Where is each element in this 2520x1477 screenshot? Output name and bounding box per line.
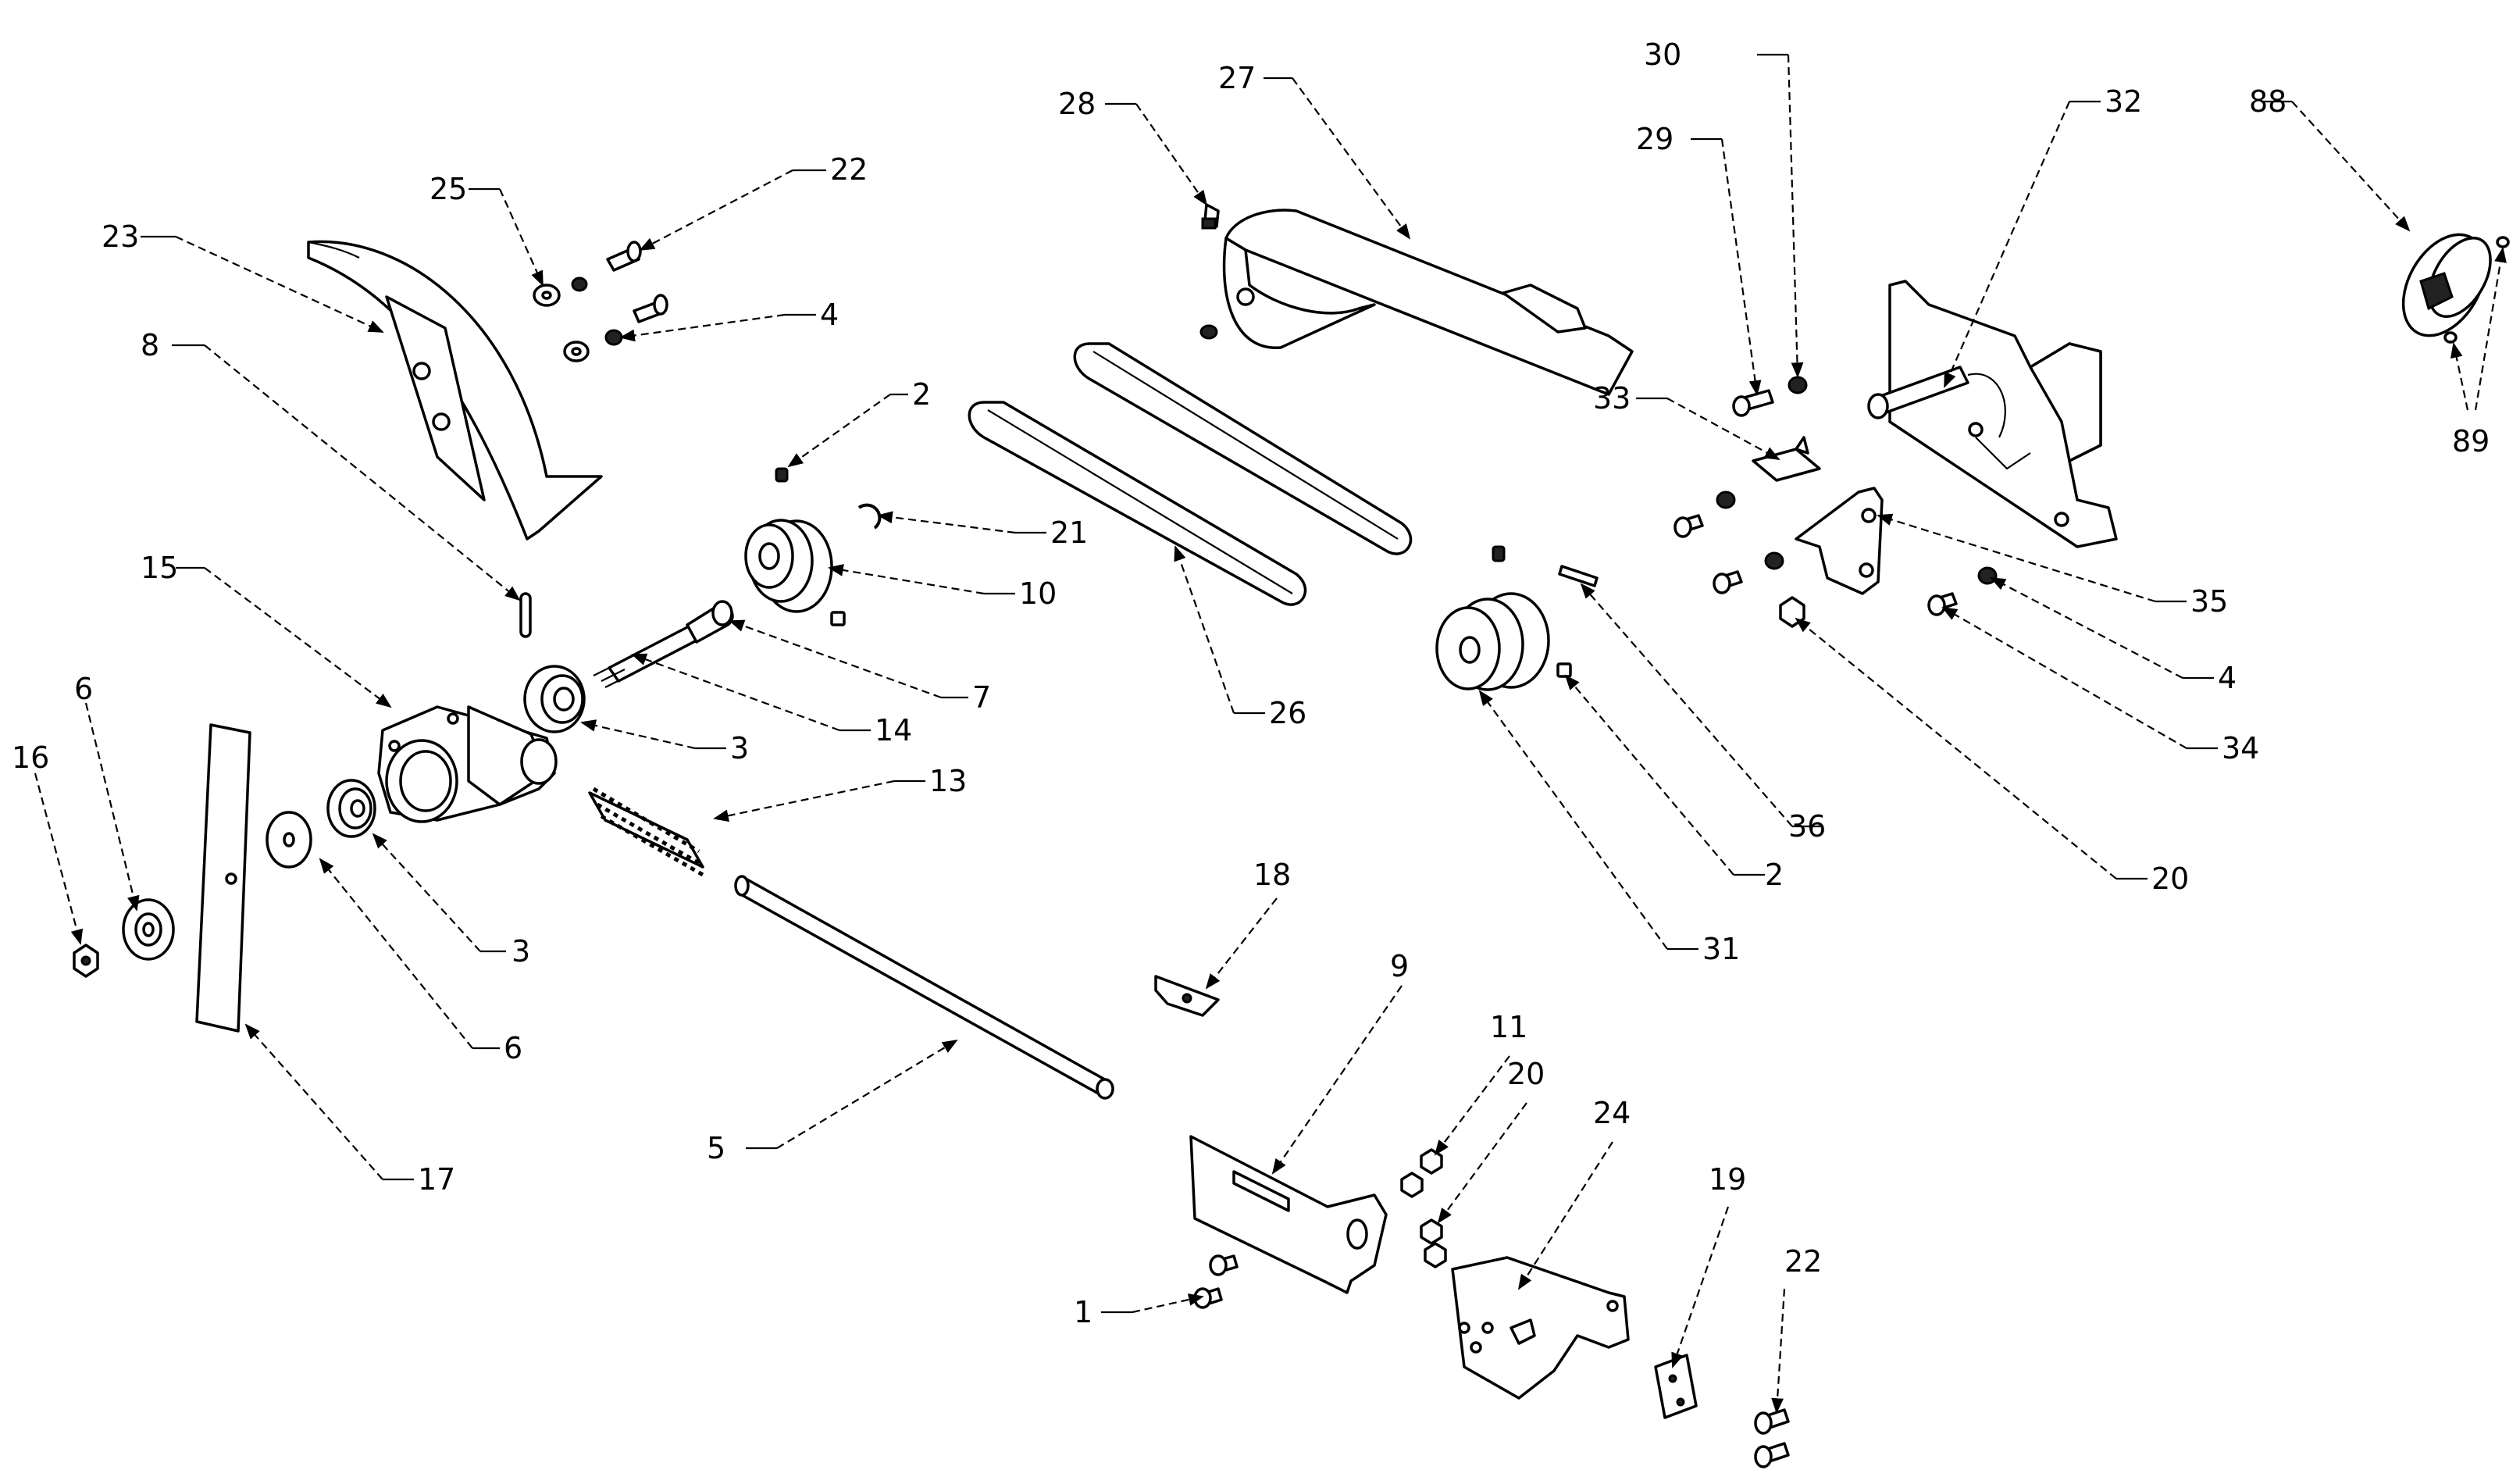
callout-1: 1 <box>1074 1295 1092 1329</box>
part-36-key <box>1558 565 1599 587</box>
part-4-nut-right <box>1977 566 1998 585</box>
callout-2: 2 <box>912 377 931 412</box>
part-2-key <box>830 611 846 626</box>
part-25-washer <box>533 276 588 307</box>
part-32-engine-housing <box>1867 280 2118 548</box>
part-1-bolts <box>1193 1254 1239 1309</box>
callout-23: 23 <box>102 219 139 254</box>
part-2-set-screw-right <box>1492 545 1506 562</box>
part-15-housing <box>377 705 558 823</box>
part-30-nut <box>1788 376 1808 394</box>
callout-labels: 23 25 22 4 8 2 21 10 15 7 3 14 13 6 16 3… <box>12 37 2490 1329</box>
callout-31: 31 <box>1702 932 1740 966</box>
callout-28: 28 <box>1058 87 1096 121</box>
callout-18: 18 <box>1253 858 1291 892</box>
part-26-belts <box>968 342 1413 606</box>
part-2-set-screw <box>775 467 789 483</box>
callout-34: 34 <box>2222 731 2259 765</box>
part-16-nut <box>73 944 99 978</box>
part-4-washer-bolt <box>563 294 668 362</box>
part-3-bearing-upper <box>523 665 586 733</box>
part-22-bolt <box>606 241 642 272</box>
leader-lines <box>34 53 2507 1414</box>
part-27-belt-guard <box>1199 209 1634 396</box>
part-24-plate <box>1451 1256 1630 1400</box>
part-6-washer-lower <box>122 898 175 961</box>
callout-32: 32 <box>2105 84 2142 119</box>
callout-3: 3 <box>511 934 530 969</box>
callout-4: 4 <box>2218 661 2237 695</box>
part-13-spring <box>588 787 704 877</box>
part-35-plate <box>1795 487 1884 595</box>
part-29-bolt <box>1732 389 1774 417</box>
part-22-bolts-bottom <box>1754 1408 1790 1468</box>
callout-14: 14 <box>875 713 912 747</box>
callout-22: 22 <box>830 152 868 187</box>
callout-5: 5 <box>707 1131 725 1165</box>
callout-25: 25 <box>430 172 467 206</box>
part-14-shaft <box>593 600 734 688</box>
callout-10: 10 <box>1019 576 1057 611</box>
part-9-bracket <box>1189 1135 1388 1294</box>
callout-19: 19 <box>1709 1162 1746 1197</box>
part-33-bracket <box>1752 436 1821 482</box>
part-11-nut <box>1400 1148 1443 1198</box>
part-88-cap <box>2401 233 2492 337</box>
callout-7: 7 <box>972 680 991 715</box>
callout-22: 22 <box>1784 1244 1822 1279</box>
callout-8: 8 <box>141 328 159 362</box>
part-20-nuts <box>1420 1218 1447 1268</box>
callout-24: 24 <box>1593 1096 1631 1130</box>
callout-89: 89 <box>2452 424 2490 458</box>
callout-88: 88 <box>2249 84 2287 119</box>
callout-2: 2 <box>1765 858 1784 892</box>
callout-35: 35 <box>2190 584 2228 619</box>
part-18-clip <box>1154 975 1220 1017</box>
callout-9: 9 <box>1390 949 1409 983</box>
callout-20: 20 <box>1507 1057 1545 1091</box>
callout-33: 33 <box>1593 381 1631 416</box>
part-17-blade <box>195 723 251 1033</box>
callout-26: 26 <box>1269 696 1306 730</box>
callout-4: 4 <box>820 298 839 332</box>
callout-6: 6 <box>74 672 93 706</box>
callout-15: 15 <box>141 551 178 585</box>
callout-21: 21 <box>1050 516 1088 550</box>
part-bolt-35a <box>1673 491 1736 538</box>
part-19-bracket <box>1654 1354 1698 1419</box>
part-34-bolt <box>1927 592 1958 616</box>
part-3-bearing-lower <box>326 779 376 838</box>
part-89-screws <box>2443 236 2510 344</box>
part-2-key-right <box>1556 662 1572 678</box>
part-bolt-35b <box>1713 551 1784 594</box>
part-31-pulley <box>1435 592 1550 691</box>
callout-3: 3 <box>730 731 749 765</box>
callout-17: 17 <box>418 1162 455 1197</box>
part-23-blade-guard <box>307 240 603 540</box>
part-21-snap-ring <box>857 503 882 530</box>
callout-30: 30 <box>1644 37 1681 72</box>
part-28-bolt <box>1201 203 1220 230</box>
part-8-pin <box>519 592 532 638</box>
callout-29: 29 <box>1636 122 1673 156</box>
callout-6: 6 <box>504 1031 522 1065</box>
callout-36: 36 <box>1788 809 1826 844</box>
part-6-washer-upper <box>266 811 312 869</box>
callout-13: 13 <box>929 764 967 798</box>
callout-27: 27 <box>1218 61 1256 95</box>
callout-16: 16 <box>12 740 49 775</box>
part-10-pulley <box>744 519 833 613</box>
callout-20: 20 <box>2151 862 2189 896</box>
part-5-axle <box>734 875 1114 1100</box>
callout-11: 11 <box>1490 1010 1527 1044</box>
